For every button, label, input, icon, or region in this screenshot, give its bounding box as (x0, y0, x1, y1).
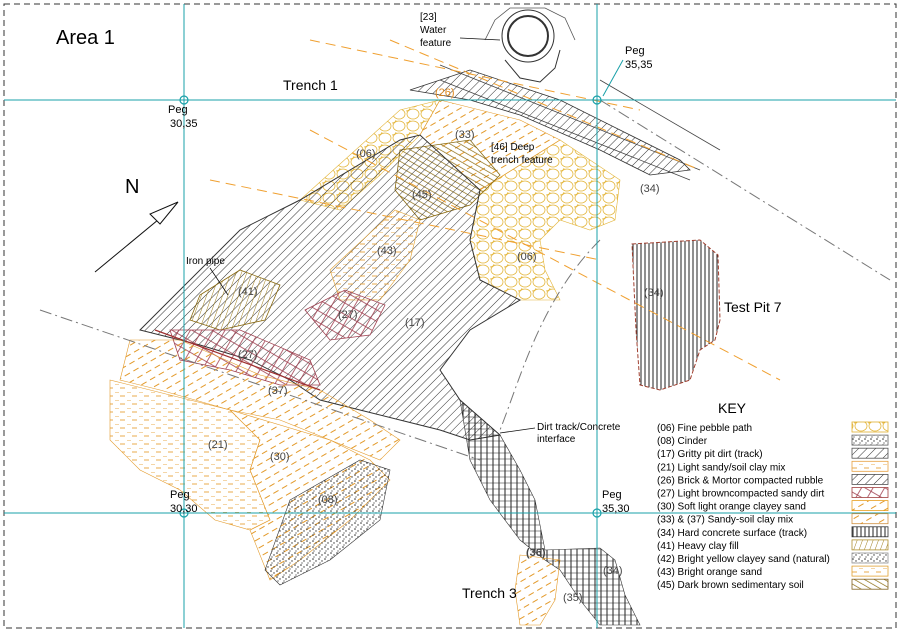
legend-item-label: (26) Brick & Mortor compacted rubble (657, 475, 824, 486)
peg-2-coord: 35,35 (625, 59, 653, 71)
legend-swatch (851, 552, 889, 564)
context-label-06b: (06) (517, 251, 537, 263)
context-label-41: (41) (238, 286, 258, 298)
peg-3-coord: 30,30 (170, 503, 198, 515)
peg-markers (179, 95, 602, 518)
legend-item-label: (43) Bright orange sand (657, 567, 762, 578)
context-41 (189, 269, 281, 331)
legend-item-label: (27) Light browncompacted sandy dirt (657, 489, 825, 500)
legend: KEY (06) Fine pebble path (08) Cinder (17)… (657, 400, 889, 591)
context-label-27b: (27) (238, 349, 258, 361)
grid-lines (4, 4, 896, 628)
dirt-track-label-1: Dirt track/Concrete (537, 422, 621, 433)
soil-contexts (109, 99, 721, 626)
water-feature-label-2: Water (420, 25, 447, 36)
trench-1-label: Trench 1 (283, 77, 338, 93)
legend-swatch (851, 578, 889, 590)
north-label: N (125, 176, 139, 198)
deep-trench-label-1: [46] Deep (491, 142, 535, 153)
context-label-30: (30) (270, 451, 290, 463)
legend-swatch (851, 513, 889, 525)
peg-2-leader (602, 59, 624, 97)
test-pit-area (631, 239, 721, 391)
legend-item-label: (34) Hard concrete surface (track) (657, 528, 807, 539)
legend-item-label: (41) Heavy clay fill (657, 541, 739, 552)
context-label-45: (45) (412, 189, 432, 201)
peg-4-coord: 35,30 (602, 503, 630, 515)
context-label-43: (43) (377, 245, 397, 257)
legend-swatch (851, 473, 889, 485)
legend-swatch (851, 460, 889, 472)
legend-item-label: (42) Bright yellow clayey sand (natural) (657, 554, 830, 565)
deep-trench-label-2: trench feature (491, 155, 553, 166)
legend-swatch (851, 526, 889, 538)
legend-item-label: (17) Gritty pit dirt (track) (657, 449, 763, 460)
context-label-34b: (34) (644, 287, 664, 299)
deep-trench-rubble (409, 64, 721, 181)
context-37 (119, 339, 401, 461)
context-label-34a: (34) (640, 183, 660, 195)
legend-item-label: (08) Cinder (657, 436, 708, 447)
water-feature (484, 7, 576, 83)
context-33 (419, 99, 561, 191)
peg-1-coord: 30,35 (170, 118, 198, 130)
context-label-21: (21) (208, 439, 228, 451)
context-label-06a: (06) (356, 148, 376, 160)
context-label-34c: (34) (603, 565, 623, 577)
plan-border (3, 3, 897, 629)
water-feature-label-1: [23] (420, 12, 437, 23)
water-feature-label-3: feature (420, 38, 452, 49)
context-labels: (26) (33) (06) (06) (45) (43) (41) (27) … (208, 87, 664, 604)
legend-swatch (851, 487, 889, 498)
legend-swatch (851, 500, 889, 512)
iron-pipe-red (154, 329, 321, 391)
context-label-37: (37) (268, 385, 288, 397)
context-label-35: (35) (563, 592, 583, 604)
peg-2-name: Peg (625, 45, 645, 57)
legend-item-label: (06) Fine pebble path (657, 423, 752, 434)
legend-title: KEY (718, 400, 747, 416)
peg-3-name: Peg (170, 489, 190, 501)
page-title: Area 1 (56, 27, 115, 49)
peg-1-name: Peg (168, 104, 188, 116)
legend-item-label: (21) Light sandy/soil clay mix (657, 462, 785, 473)
legend-item-label: (33) & (37) Sandy-soil clay mix (657, 515, 793, 526)
legend-swatch (851, 421, 889, 433)
peg-labels: Peg 30,35 Peg 35,35 Peg 30,30 Peg 35,30 (168, 45, 653, 515)
test-pit-label: Test Pit 7 (724, 299, 782, 315)
context-27-upper (304, 289, 386, 341)
context-label-17: (17) (405, 317, 425, 329)
context-label-33: (33) (455, 129, 475, 141)
iron-pipe-line (39, 99, 891, 461)
context-label-26: (26) (435, 87, 455, 99)
legend-item-label: (30) Soft light orange clayey sand (657, 502, 806, 513)
context-label-36: (36) (526, 547, 546, 559)
context-08 (264, 459, 391, 586)
iron-pipe-label: Iron pipe (186, 256, 225, 267)
guide-lines (209, 39, 781, 381)
legend-swatch (851, 539, 889, 551)
trench-3-label: Trench 3 (462, 585, 517, 601)
context-34-lower (459, 399, 641, 626)
legend-swatch (851, 447, 889, 459)
dirt-track-label-2: interface (537, 434, 576, 445)
context-36 (514, 554, 561, 626)
north-arrow: N (94, 176, 179, 273)
context-label-08: (08) (318, 494, 338, 506)
legend-swatch (851, 434, 889, 446)
peg-4-name: Peg (602, 489, 622, 501)
legend-item-label: (45) Dark brown sedimentary soil (657, 580, 804, 591)
context-label-27a: (27) (338, 309, 358, 321)
feature-annotations: [23] Water feature [46] Deep trench feat… (186, 12, 621, 445)
legend-swatch (851, 565, 889, 577)
